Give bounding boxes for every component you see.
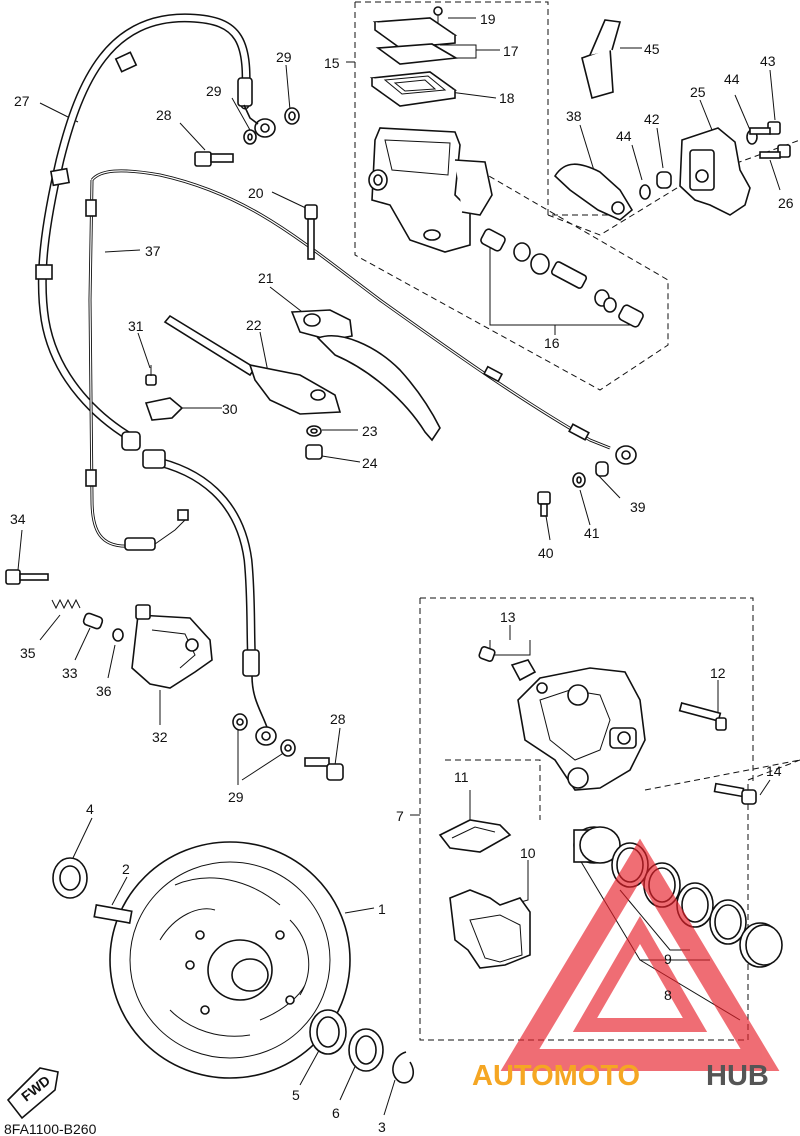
callout-31: 31 — [128, 318, 144, 334]
callout-33: 33 — [62, 665, 78, 681]
pads-10 — [449, 889, 531, 969]
callout-29-c: 29 — [228, 789, 244, 805]
drawing-code: 8FA1100-B260 — [4, 1121, 97, 1136]
master-cylinder-15 — [368, 6, 644, 328]
callout-30: 30 — [222, 401, 238, 417]
bolt-20 — [304, 204, 318, 260]
callout-28-lower: 28 — [330, 711, 346, 727]
callout-10: 10 — [520, 845, 536, 861]
pin-39-41 — [537, 461, 609, 517]
callout-16: 16 — [544, 335, 560, 351]
callout-28-top: 28 — [156, 107, 172, 123]
bolt-28-top — [194, 107, 300, 167]
callout-44-b: 44 — [724, 71, 740, 87]
callout-12: 12 — [710, 665, 726, 681]
callout-6: 6 — [332, 1105, 340, 1121]
washers-2-6 — [52, 857, 415, 1084]
callout-11: 11 — [454, 769, 469, 785]
callout-4: 4 — [86, 801, 94, 817]
watermark-prefix: AUTOMOTO — [472, 1060, 640, 1092]
watermark-logo — [500, 838, 780, 1071]
callout-22: 22 — [246, 317, 262, 333]
bolts-43-26 — [749, 121, 791, 159]
callout-45: 45 — [644, 41, 660, 57]
lever-38 — [553, 163, 634, 221]
callout-21: 21 — [258, 270, 274, 286]
brake-cable-37 — [85, 169, 637, 551]
bleed-screws-13 — [478, 646, 548, 694]
spring-11 — [438, 819, 512, 853]
callout-42: 42 — [644, 111, 660, 127]
bolt-34-35-33-36 — [5, 569, 124, 642]
callout-34: 34 — [10, 511, 26, 527]
callout-labels: 1 2 3 4 5 6 7 8 9 10 11 12 13 14 15 16 1… — [10, 11, 794, 1135]
callout-35: 35 — [20, 645, 36, 661]
callout-36: 36 — [96, 683, 112, 699]
bracket-25 — [679, 127, 751, 216]
leader-lines — [17, 17, 781, 1116]
caliper-7 — [517, 667, 646, 791]
brake-hose-lower — [121, 431, 277, 746]
callout-24: 24 — [362, 455, 378, 471]
cover-45 — [581, 19, 622, 99]
bolt-28-lower — [232, 713, 344, 781]
brake-lever-21 — [290, 309, 441, 442]
callout-13: 13 — [500, 609, 516, 625]
watermark-suffix: HUB — [706, 1060, 769, 1092]
callout-37: 37 — [145, 243, 161, 259]
callout-29-a: 29 — [206, 83, 222, 99]
brake-disc-1 — [109, 841, 351, 1079]
callout-27: 27 — [14, 93, 30, 109]
fwd-arrow-icon: FWD — [6, 1067, 59, 1120]
callout-18: 18 — [499, 90, 515, 106]
callout-15: 15 — [324, 55, 340, 71]
callout-25: 25 — [690, 84, 706, 100]
callout-2: 2 — [122, 861, 130, 877]
holder-30-31 — [144, 365, 184, 421]
callout-38: 38 — [566, 108, 582, 124]
callout-39: 39 — [630, 499, 646, 515]
callout-14: 14 — [766, 763, 782, 779]
callout-20: 20 — [248, 185, 264, 201]
callout-19: 19 — [480, 11, 496, 27]
callout-43: 43 — [760, 53, 776, 69]
callout-32: 32 — [152, 729, 168, 745]
callout-44-a: 44 — [616, 128, 632, 144]
callout-26: 26 — [778, 195, 794, 211]
callout-8: 8 — [664, 987, 672, 1003]
callout-7: 7 — [396, 808, 404, 824]
callout-9: 9 — [664, 951, 672, 967]
caliper-32 — [131, 604, 213, 689]
callout-3: 3 — [378, 1119, 386, 1135]
callout-40: 40 — [538, 545, 554, 561]
brake-hose-27 — [35, 13, 276, 445]
callout-17: 17 — [503, 43, 519, 59]
callout-41: 41 — [584, 525, 600, 541]
callout-29-b: 29 — [276, 49, 292, 65]
callout-1: 1 — [378, 901, 386, 917]
lever-22 — [163, 314, 342, 415]
callout-23: 23 — [362, 423, 378, 439]
callout-5: 5 — [292, 1087, 300, 1103]
nut-23-24 — [305, 425, 323, 460]
pin-12-14 — [678, 701, 757, 805]
